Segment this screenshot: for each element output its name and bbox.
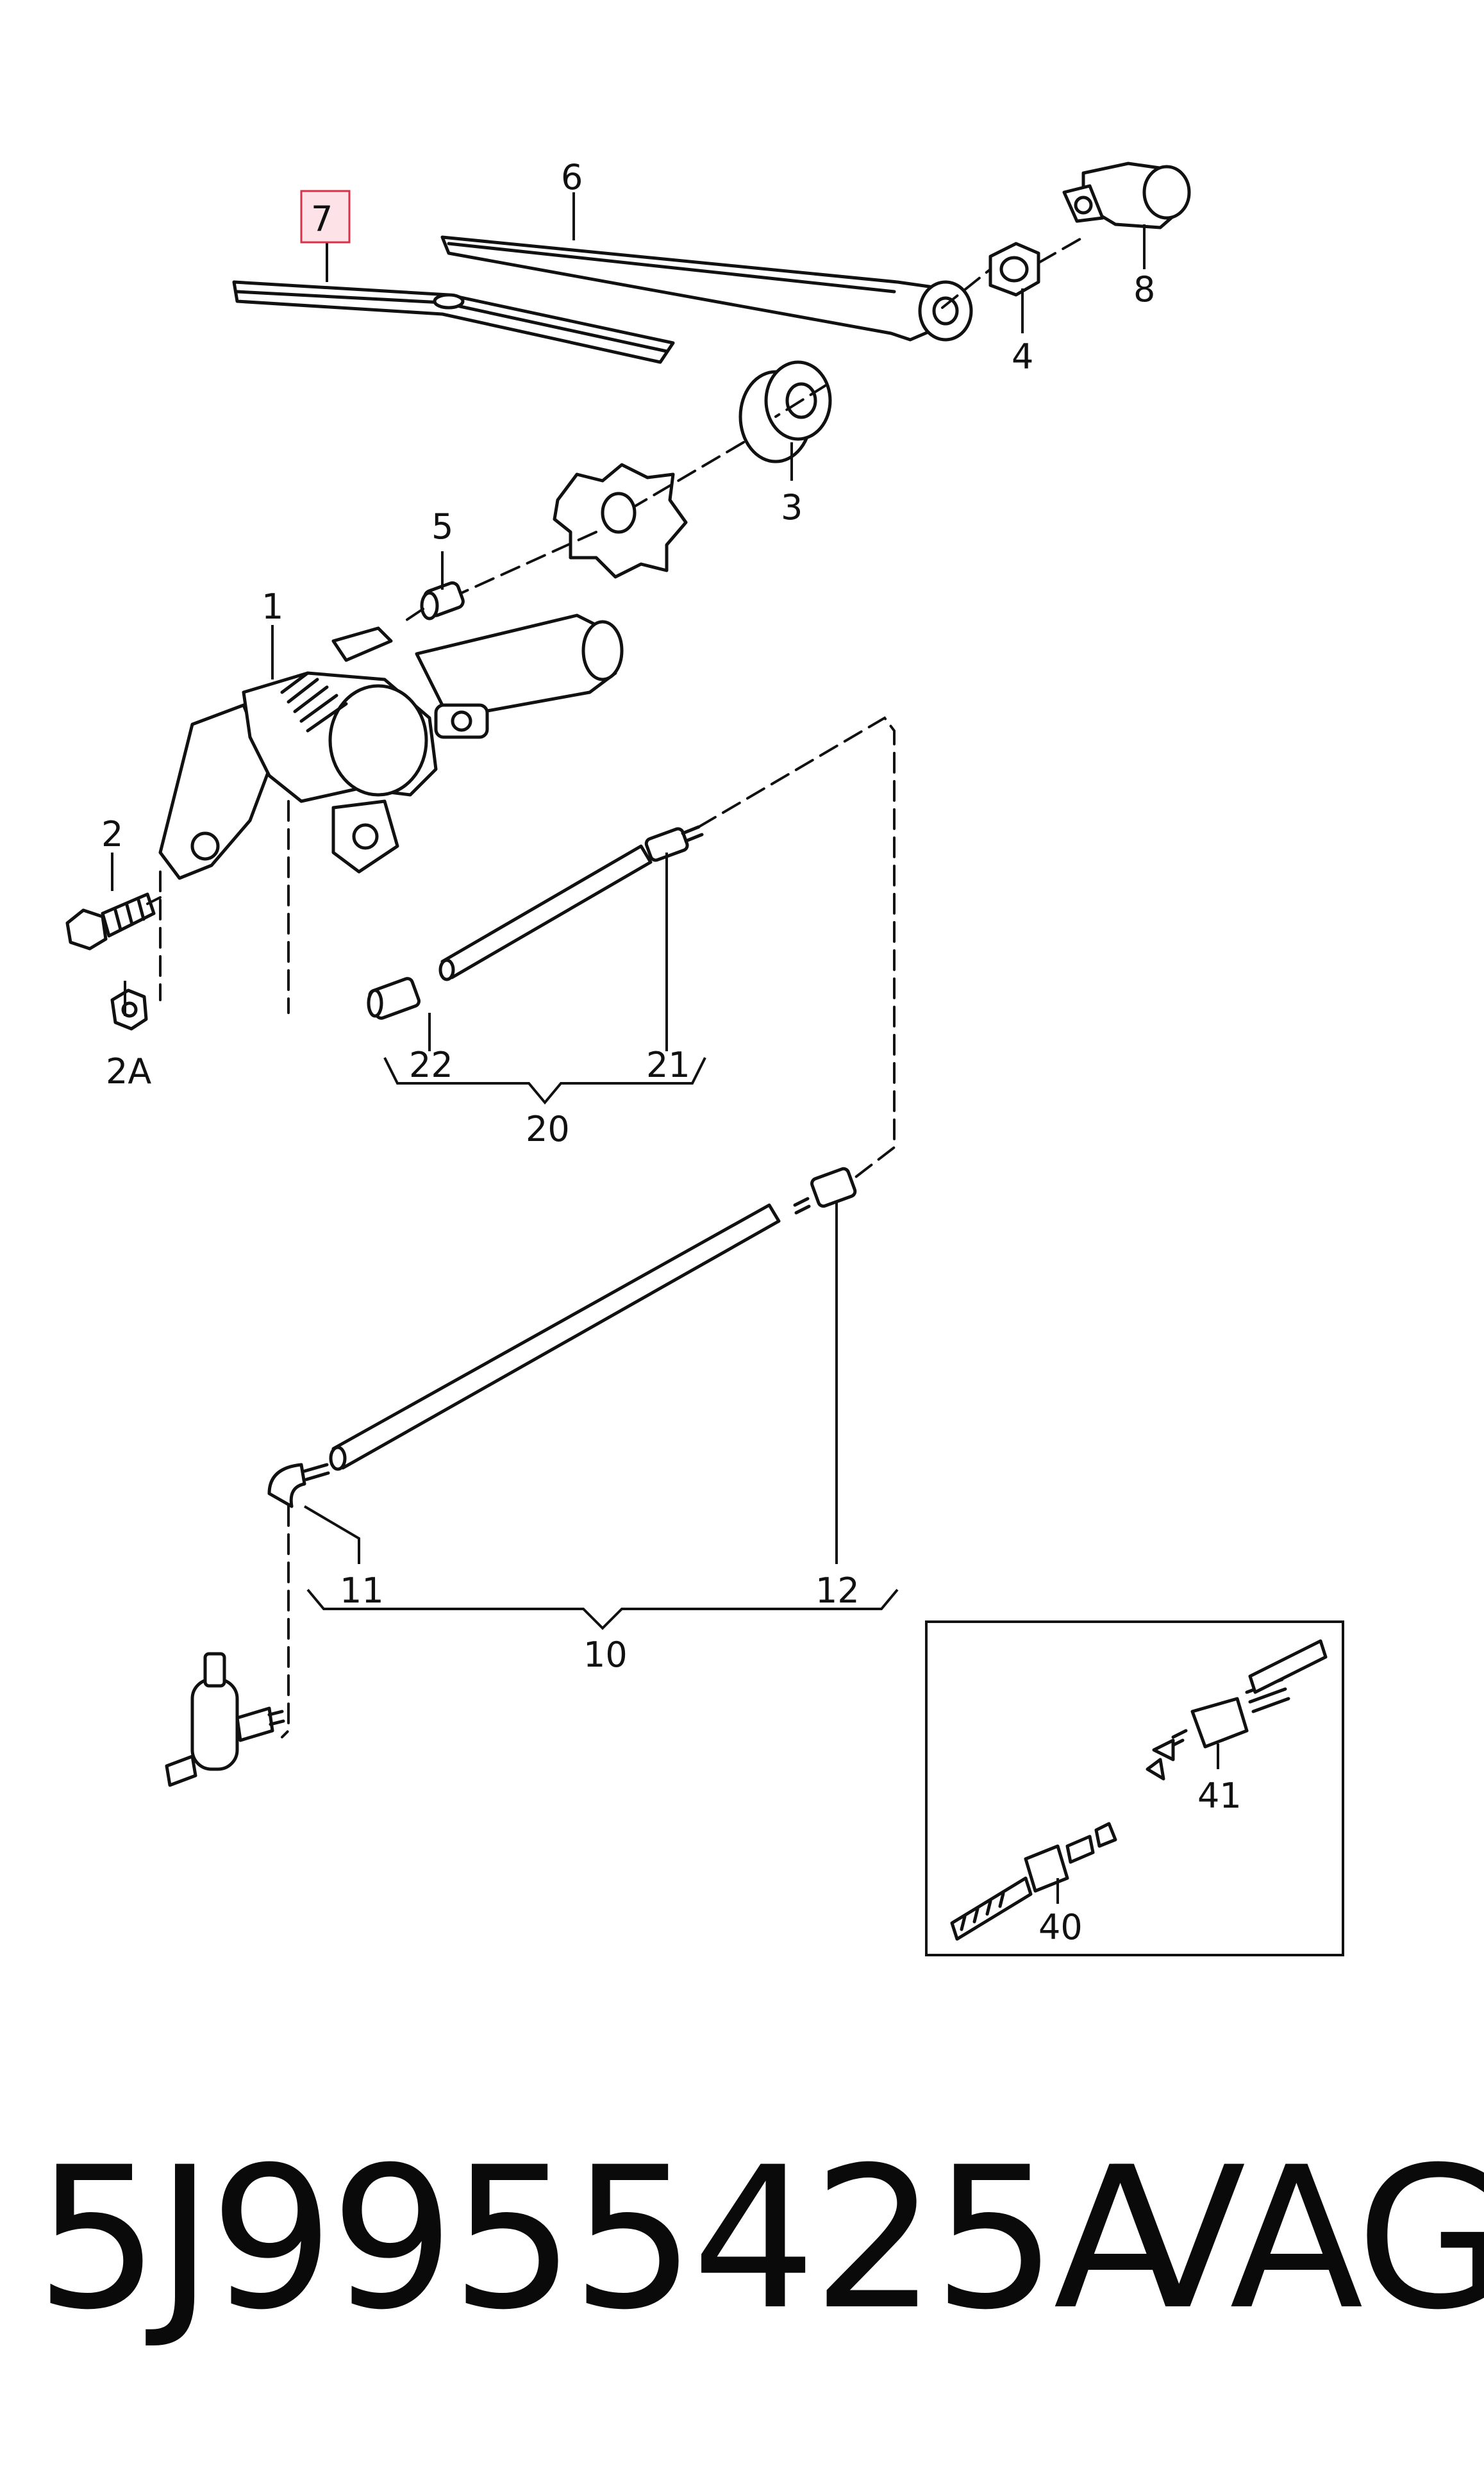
part-number: 5J9955425A	[35, 2125, 1187, 2352]
assembly-lines	[146, 236, 1085, 1738]
bolt	[65, 892, 156, 951]
label-part-2: 2	[101, 814, 123, 854]
wiper-motor	[158, 613, 624, 880]
inset-box	[925, 1620, 1344, 1956]
hose-long	[329, 1203, 781, 1471]
connector-22	[367, 977, 421, 1020]
label-part-7: 7	[311, 199, 333, 239]
connector-21	[644, 825, 704, 862]
brand-name: VAG	[1112, 2125, 1484, 2352]
label-part-5: 5	[431, 506, 453, 547]
nut-2a	[110, 988, 148, 1031]
highlight-box	[300, 190, 351, 244]
label-part-12: 12	[815, 1570, 860, 1611]
gasket	[553, 463, 688, 579]
t-connector	[165, 1652, 285, 1787]
label-part-40: 40	[1038, 1907, 1083, 1947]
hose-short	[438, 844, 653, 981]
leaders	[111, 192, 1219, 1904]
label-part-4: 4	[1012, 337, 1033, 377]
wiper-arm	[440, 235, 973, 342]
wiper-blade	[232, 280, 675, 364]
label-part-11: 11	[340, 1570, 384, 1611]
elbow-11	[267, 1463, 330, 1508]
brackets	[306, 1057, 899, 1630]
label-part-2a: 2A	[106, 1051, 151, 1092]
label-part-21: 21	[646, 1045, 690, 1085]
label-part-41: 41	[1197, 1776, 1242, 1816]
label-part-8: 8	[1133, 269, 1155, 310]
label-part-3: 3	[781, 487, 803, 528]
label-part-20: 20	[526, 1109, 570, 1149]
connector-12	[793, 1167, 857, 1215]
cap	[1062, 162, 1191, 229]
label-part-6: 6	[561, 157, 583, 197]
label-part-22: 22	[409, 1045, 453, 1085]
label-part-1: 1	[262, 587, 283, 627]
grommet	[738, 360, 832, 463]
nut	[988, 242, 1040, 297]
label-part-10: 10	[583, 1635, 628, 1675]
